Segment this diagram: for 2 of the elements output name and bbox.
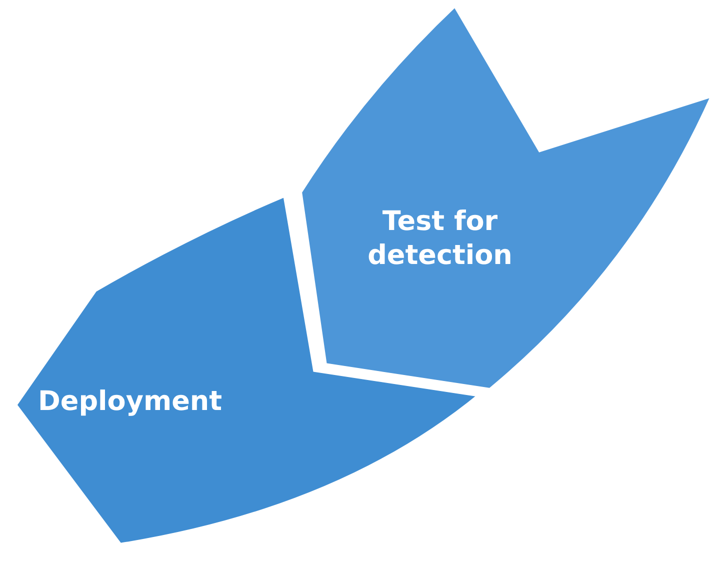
segment-label: Deployment xyxy=(36,385,224,419)
segment-label: Test for detection xyxy=(366,205,514,273)
